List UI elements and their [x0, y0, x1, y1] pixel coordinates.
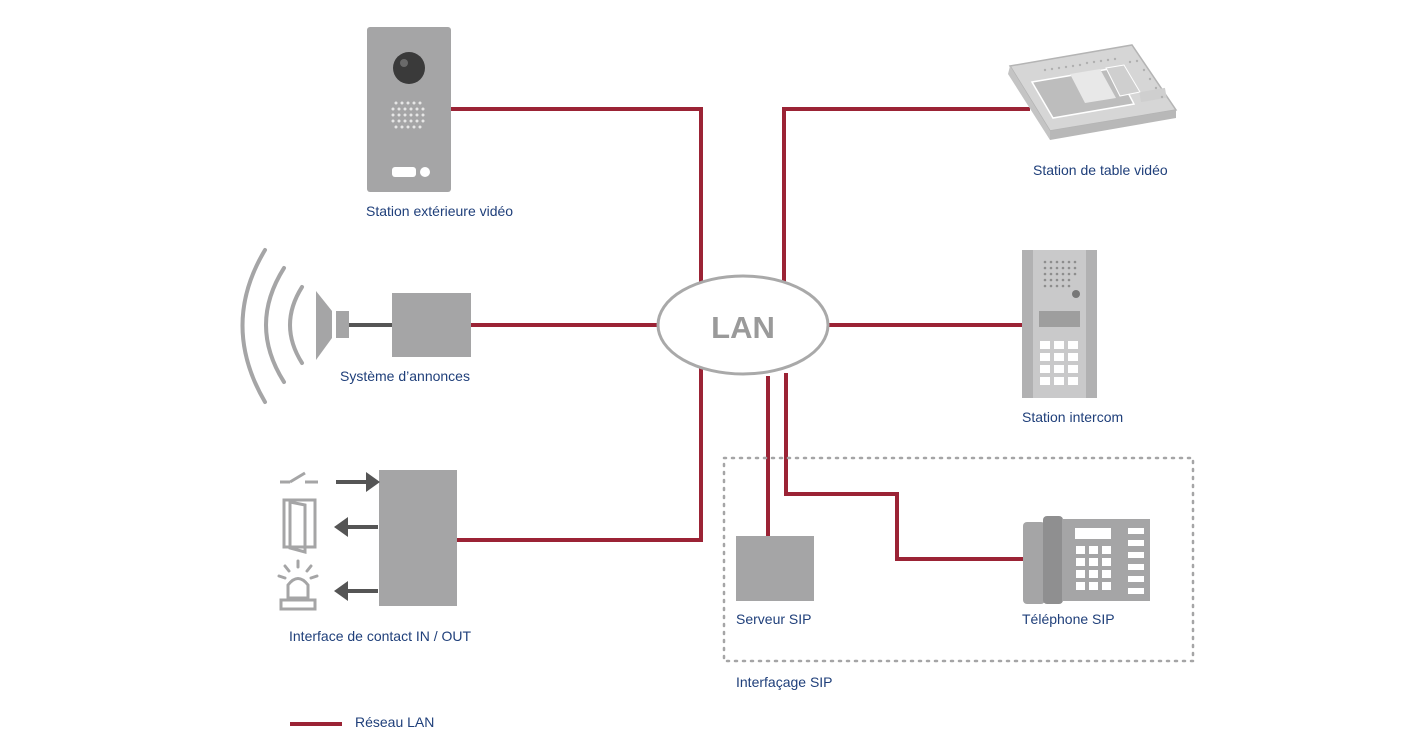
lan-hub-label: LAN [711, 310, 775, 345]
switch-icon [280, 471, 318, 484]
lan-cables [450, 107, 1030, 561]
cable-outdoor-video [450, 107, 703, 282]
intercom-station-icon [1022, 250, 1097, 398]
label-desk-video-station: Station de table vidéo [1033, 162, 1168, 178]
door-icon [282, 498, 317, 554]
arrows [334, 472, 380, 601]
sip-server-icon [736, 536, 814, 601]
label-outdoor-video-station: Station extérieure vidéo [366, 203, 514, 219]
alarm-beacon-icon [277, 559, 319, 611]
label-sip-server: Serveur SIP [736, 611, 812, 627]
legend-label: Réseau LAN [355, 714, 435, 730]
outdoor-video-station-icon [367, 27, 451, 192]
sip-group-border [722, 456, 1195, 663]
label-sip-group: Interfaçage SIP [736, 674, 833, 690]
label-intercom-station: Station intercom [1022, 409, 1124, 425]
label-contact-interface: Interface de contact IN / OUT [289, 628, 472, 644]
sip-phone-icon [1023, 516, 1150, 604]
label-sip-phone: Téléphone SIP [1022, 611, 1115, 627]
desk-video-station-icon [1008, 44, 1178, 140]
label-announcement-system: Système d’annonces [340, 368, 470, 384]
cable-sip-phone [784, 373, 1025, 561]
contact-interface-icon [277, 470, 457, 611]
announcement-system-icon [240, 248, 471, 404]
cable-desk-video [782, 107, 1030, 282]
lan-hub: LAN [656, 274, 830, 376]
cable-contact-interface [457, 368, 703, 542]
